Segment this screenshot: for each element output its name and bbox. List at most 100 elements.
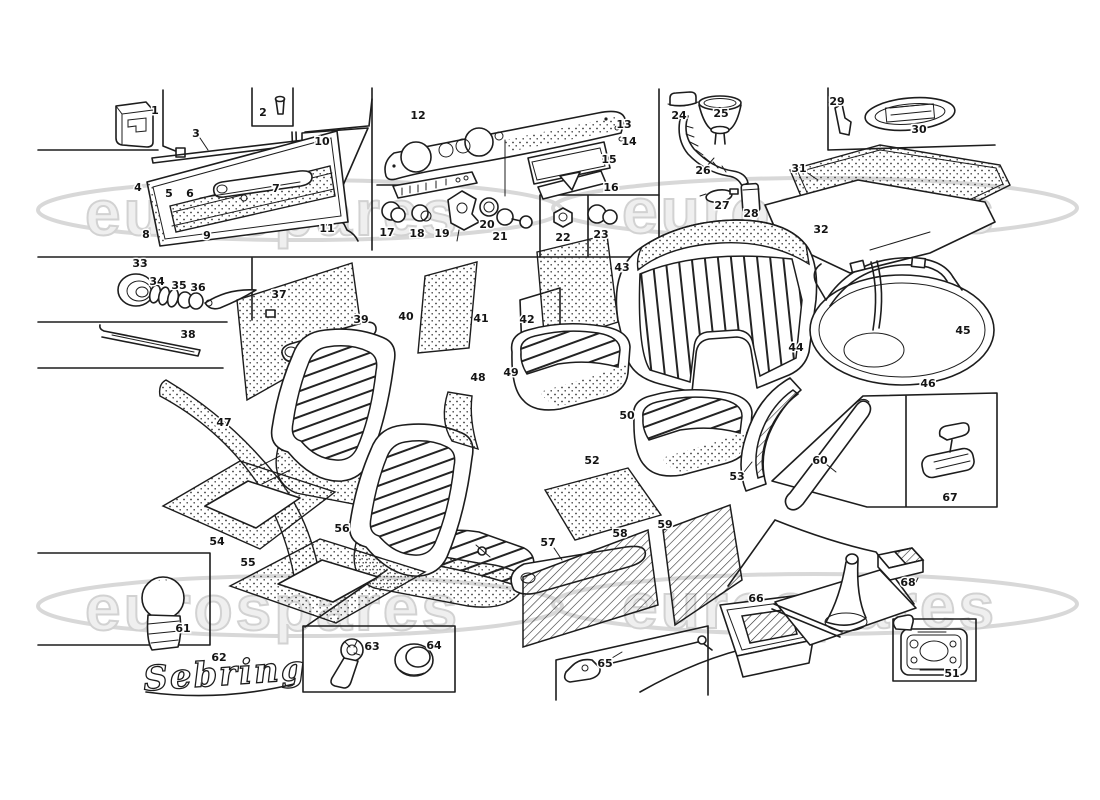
part-label-51: 51 [944,667,959,680]
part-label-52: 52 [584,454,599,467]
part-label-25: 25 [713,107,728,120]
part-label-5: 5 [165,187,173,200]
part-label-34: 34 [149,275,165,288]
part-label-47: 47 [216,416,231,429]
part-29-bracket-drawing [834,103,852,136]
part-label-40: 40 [398,310,414,323]
part-label-39: 39 [353,313,368,326]
part-label-3: 3 [192,127,200,140]
part-15-glovebox-drawing [527,141,611,185]
part-label-64: 64 [426,639,442,652]
part-label-2: 2 [259,106,267,119]
part-label-33: 33 [132,257,147,270]
part-2-pull-knob-drawing [274,95,286,115]
part-28-cylinder-drawing [740,182,761,214]
part-label-14: 14 [621,135,637,148]
part-54-floor-mat-drawing [161,460,337,550]
part-64-grommet-drawing [394,643,434,677]
section-divider-lines [37,87,998,701]
part-61-gear-knob-drawing [141,576,185,651]
part-38-sill-strip-drawing [99,324,201,357]
part-27-clamp-drawing [699,188,739,204]
part-label-68: 68 [900,576,915,589]
part-label-38: 38 [180,328,195,341]
part-16-emblem-strip-drawing [537,170,607,200]
part-label-55: 55 [240,556,255,569]
part-label-32: 32 [813,223,828,236]
part-label-60: 60 [812,454,828,467]
part-label-61: 61 [175,622,190,635]
part-label-66: 66 [748,592,764,605]
gearshift-boot-drawing [771,553,917,646]
part-48-side-pad-drawing [443,391,480,451]
part-label-18: 18 [409,227,424,240]
part-label-36: 36 [190,281,206,294]
part-59-kick-panel-drawing [662,503,743,627]
part-60-sun-visor-drawing [784,398,872,511]
part-65-rod-drawing [563,635,713,683]
part-label-7: 7 [272,182,280,195]
part-46-spare-wheel-cover-drawing [809,274,995,386]
part-label-19: 19 [434,227,449,240]
part-30-courtesy-lamp-drawing [864,96,956,132]
part-58-kick-panel-drawing [522,528,659,649]
part-label-23: 23 [593,228,608,241]
part-label-27: 27 [714,199,729,212]
part-label-46: 46 [920,377,936,390]
part-label-58: 58 [612,527,627,540]
part-24-cap-drawing [667,91,699,107]
part-50-rear-cushion-drawing [632,388,753,477]
part-label-41: 41 [473,312,488,325]
part-label-28: 28 [743,207,758,220]
part-label-20: 20 [479,218,495,231]
part-label-50: 50 [619,409,635,422]
part-label-4: 4 [134,181,142,194]
part-label-35: 35 [171,279,186,292]
leader-lines [199,137,919,659]
part-label-63: 63 [364,640,379,653]
part-label-22: 22 [555,231,570,244]
part-68-ashtray-drawing [877,547,925,581]
part-45-strap-drawing [813,256,963,331]
part-label-15: 15 [601,153,616,166]
part-label-57: 57 [540,536,555,549]
part-55-floor-mat-drawing [228,538,427,624]
part-label-16: 16 [603,181,619,194]
part-53-wheelarch-trim-drawing [740,377,802,492]
part-49-rear-cushion-drawing [510,322,631,411]
part-label-11: 11 [319,222,334,235]
part-label-31: 31 [791,162,806,175]
part-label-43: 43 [614,261,629,274]
part-label-24: 24 [671,109,687,122]
part-label-30: 30 [911,123,927,136]
part-44-rear-backrest-drawing [615,219,818,393]
part-25-funnel-drawing [698,95,742,145]
part-label-17: 17 [379,226,394,239]
part-label-13: 13 [616,118,631,131]
part-label-59: 59 [657,518,672,531]
part-1-ashtray-drawing [115,101,154,148]
part-63-winder-mechanism-drawing [330,638,364,689]
part-label-8: 8 [142,228,150,241]
part-label-12: 12 [410,109,425,122]
part-label-54: 54 [209,535,225,548]
part-label-44: 44 [788,341,804,354]
part-label-10: 10 [314,135,330,148]
part-label-6: 6 [186,187,194,200]
door-panel-drawing [146,130,349,247]
part-label-37: 37 [271,288,286,301]
part-label-9: 9 [203,229,211,242]
part-51-radio-drawing [892,614,968,676]
part-67-mirror-drawing [921,422,975,479]
part-label-62: 62 [211,651,226,664]
part-label-42: 42 [519,313,534,326]
dash-knobs-17-23-drawing [381,139,618,242]
part-label-49: 49 [503,366,518,379]
part-41-quarter-panel-drawing [417,261,478,354]
part-label-45: 45 [955,324,970,337]
part-label-26: 26 [695,164,711,177]
part-3-trim-strip-drawing [151,136,332,164]
